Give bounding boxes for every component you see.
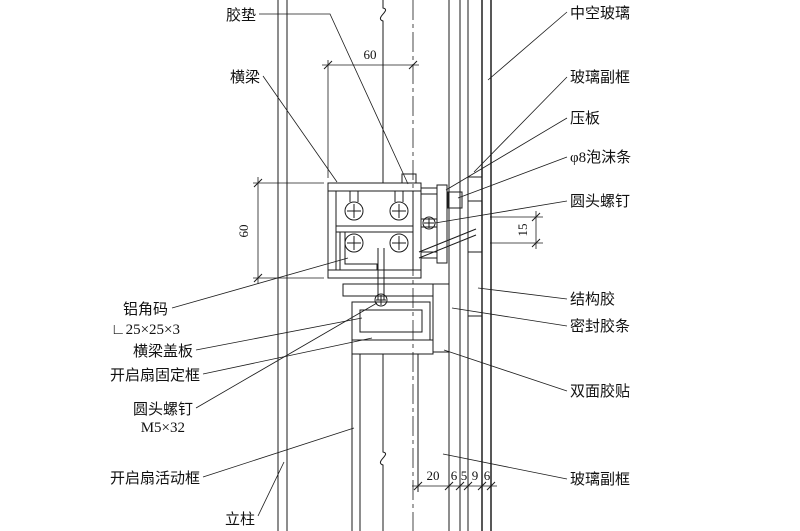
- subframe-support-profile: [351, 283, 450, 531]
- dimension-top: 60: [322, 47, 419, 178]
- leader-lines-left: [171, 13, 409, 517]
- leader-lines-right: [434, 11, 568, 480]
- clamp-screw: [421, 216, 437, 230]
- label-round-head-screw-right: 圆头螺钉: [570, 193, 630, 210]
- dim-bottom-9: 9: [472, 468, 479, 483]
- label-double-sided-tape: 双面胶贴: [570, 383, 630, 400]
- glass-and-subframe-lines: [448, 0, 492, 531]
- dim-bottom-5: 5: [461, 468, 468, 483]
- cover-plate-screw: [374, 248, 388, 307]
- rubber-gasket-block: [401, 173, 417, 184]
- label-foam-rod: φ8泡沫条: [570, 149, 631, 166]
- label-structural-sealant: 结构胶: [570, 291, 615, 308]
- dim-bottom-6a: 6: [451, 468, 458, 483]
- pressure-plate-assembly: [418, 184, 477, 264]
- labels-left: 胶垫 横梁 铝角码 ∟25×25×3 横梁盖板 开启扇固定框 圆头螺钉 M5×3…: [110, 7, 260, 528]
- dim-top-text: 60: [364, 47, 377, 62]
- label-aluminum-angle-spec: ∟25×25×3: [111, 322, 180, 338]
- break-line-with-squiggles: [379, 0, 387, 531]
- label-sash-movable-frame: 开启扇活动框: [110, 470, 200, 487]
- dim-right-text: 15: [515, 224, 530, 237]
- label-sealing-strip: 密封胶条: [570, 318, 630, 335]
- aluminum-angle-bracket: [339, 231, 378, 271]
- label-insulated-glass: 中空玻璃: [570, 5, 630, 22]
- dim-left-text: 60: [236, 225, 251, 238]
- dimension-right: 15: [490, 211, 543, 249]
- beam-cover-plate: [342, 283, 434, 297]
- labels-right: 中空玻璃 玻璃副框 压板 φ8泡沫条 圆头螺钉 结构胶 密封胶条 双面胶贴 玻璃…: [570, 5, 631, 488]
- label-mullion: 立柱: [225, 511, 255, 528]
- label-sash-fixed-frame: 开启扇固定框: [110, 367, 200, 384]
- label-pressure-plate: 压板: [570, 109, 600, 127]
- dimension-bottom-chain: 20 6 5 9 6: [412, 468, 497, 491]
- sash-fixed-frame-profile: [351, 301, 434, 355]
- mullion-lines: [277, 0, 288, 531]
- label-round-head-screw-left: 圆头螺钉: [133, 401, 193, 418]
- label-glass-subframe-bottom: 玻璃副框: [570, 471, 630, 488]
- dim-bottom-20: 20: [427, 468, 440, 483]
- label-beam-cover-plate: 横梁盖板: [133, 342, 193, 360]
- label-round-head-screw-spec: M5×32: [141, 420, 185, 436]
- structural-sealant-blocks: [467, 176, 483, 317]
- foam-rod-block: [447, 191, 463, 209]
- beam-screws: [344, 191, 409, 253]
- label-glass-subframe-top: 玻璃副框: [570, 69, 630, 86]
- dimension-left: 60: [236, 177, 324, 284]
- label-aluminum-angle: 铝角码: [123, 301, 168, 318]
- label-beam: 横梁: [230, 69, 260, 86]
- dim-bottom-6b: 6: [484, 468, 491, 483]
- label-rubber-gasket: 胶垫: [226, 7, 256, 24]
